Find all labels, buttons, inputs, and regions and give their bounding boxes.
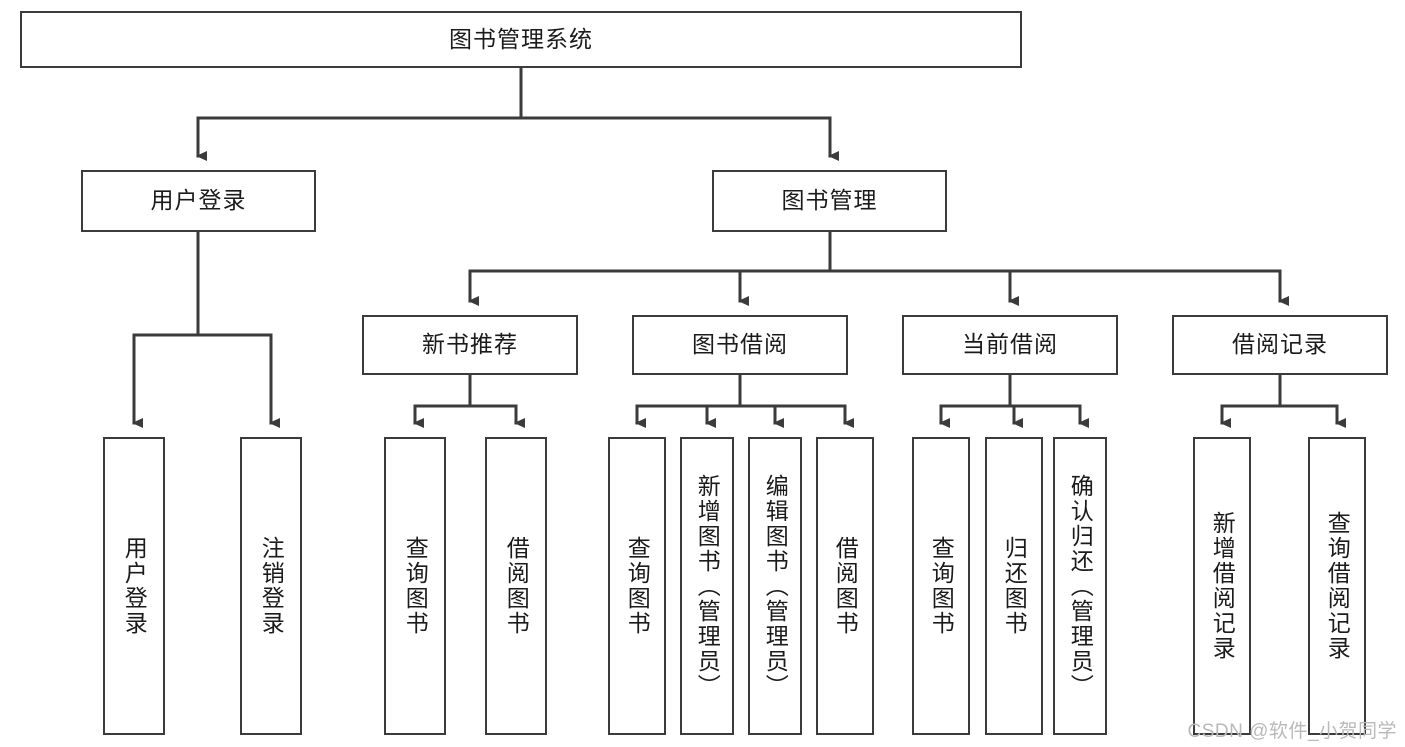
leaf-return-book[interactable]: 归还图书 xyxy=(985,437,1043,735)
leaf-user-login-label: 用户登录 xyxy=(121,536,148,636)
leaf-logout-label: 注销登录 xyxy=(258,536,285,636)
leaf-query-book-borrow-label: 查询图书 xyxy=(624,536,651,636)
node-book-borrow[interactable]: 图书借阅 xyxy=(632,315,848,375)
leaf-query-borrow-record[interactable]: 查询借阅记录 xyxy=(1308,437,1366,735)
node-root[interactable]: 图书管理系统 xyxy=(20,11,1022,68)
node-book-borrow-label: 图书借阅 xyxy=(692,331,788,358)
leaf-edit-book-admin[interactable]: 编辑图书（管理员） xyxy=(748,437,802,735)
leaf-query-book-borrow[interactable]: 查询图书 xyxy=(608,437,666,735)
leaf-query-book-new-label: 查询图书 xyxy=(402,536,429,636)
leaf-user-login[interactable]: 用户登录 xyxy=(103,437,165,735)
leaf-borrow-book[interactable]: 借阅图书 xyxy=(816,437,874,735)
node-borrow-record-label: 借阅记录 xyxy=(1232,331,1328,358)
leaf-return-book-label: 归还图书 xyxy=(1001,536,1028,636)
node-current-borrow-label: 当前借阅 xyxy=(962,331,1058,358)
leaf-add-borrow-record-label: 新增借阅记录 xyxy=(1209,511,1236,661)
node-new-book-recommend[interactable]: 新书推荐 xyxy=(362,315,578,375)
node-root-label: 图书管理系统 xyxy=(449,25,593,52)
node-book-manage-label: 图书管理 xyxy=(781,187,878,214)
leaf-borrow-book-label: 借阅图书 xyxy=(832,536,859,636)
node-book-manage[interactable]: 图书管理 xyxy=(712,170,947,232)
leaf-borrow-book-new-label: 借阅图书 xyxy=(503,536,530,636)
node-user-login-label: 用户登录 xyxy=(150,187,247,214)
leaf-add-book-admin[interactable]: 新增图书（管理员） xyxy=(680,437,734,735)
node-new-book-recommend-label: 新书推荐 xyxy=(422,331,518,358)
leaf-confirm-return-admin-label: 确认归还（管理员） xyxy=(1067,473,1094,699)
watermark-text: CSDN @软件_小贺同学 xyxy=(1187,721,1397,742)
leaf-confirm-return-admin[interactable]: 确认归还（管理员） xyxy=(1053,437,1107,735)
leaf-edit-book-admin-label: 编辑图书（管理员） xyxy=(762,473,789,699)
leaf-logout[interactable]: 注销登录 xyxy=(240,437,302,735)
leaf-query-book-current[interactable]: 查询图书 xyxy=(912,437,970,735)
leaf-add-borrow-record[interactable]: 新增借阅记录 xyxy=(1193,437,1251,735)
leaf-add-book-admin-label: 新增图书（管理员） xyxy=(694,473,721,699)
node-current-borrow[interactable]: 当前借阅 xyxy=(902,315,1118,375)
leaf-query-borrow-record-label: 查询借阅记录 xyxy=(1324,511,1351,661)
leaf-query-book-new[interactable]: 查询图书 xyxy=(384,437,446,735)
node-user-login[interactable]: 用户登录 xyxy=(81,170,316,232)
node-borrow-record[interactable]: 借阅记录 xyxy=(1172,315,1388,375)
leaf-borrow-book-new[interactable]: 借阅图书 xyxy=(485,437,547,735)
leaf-query-book-current-label: 查询图书 xyxy=(928,536,955,636)
